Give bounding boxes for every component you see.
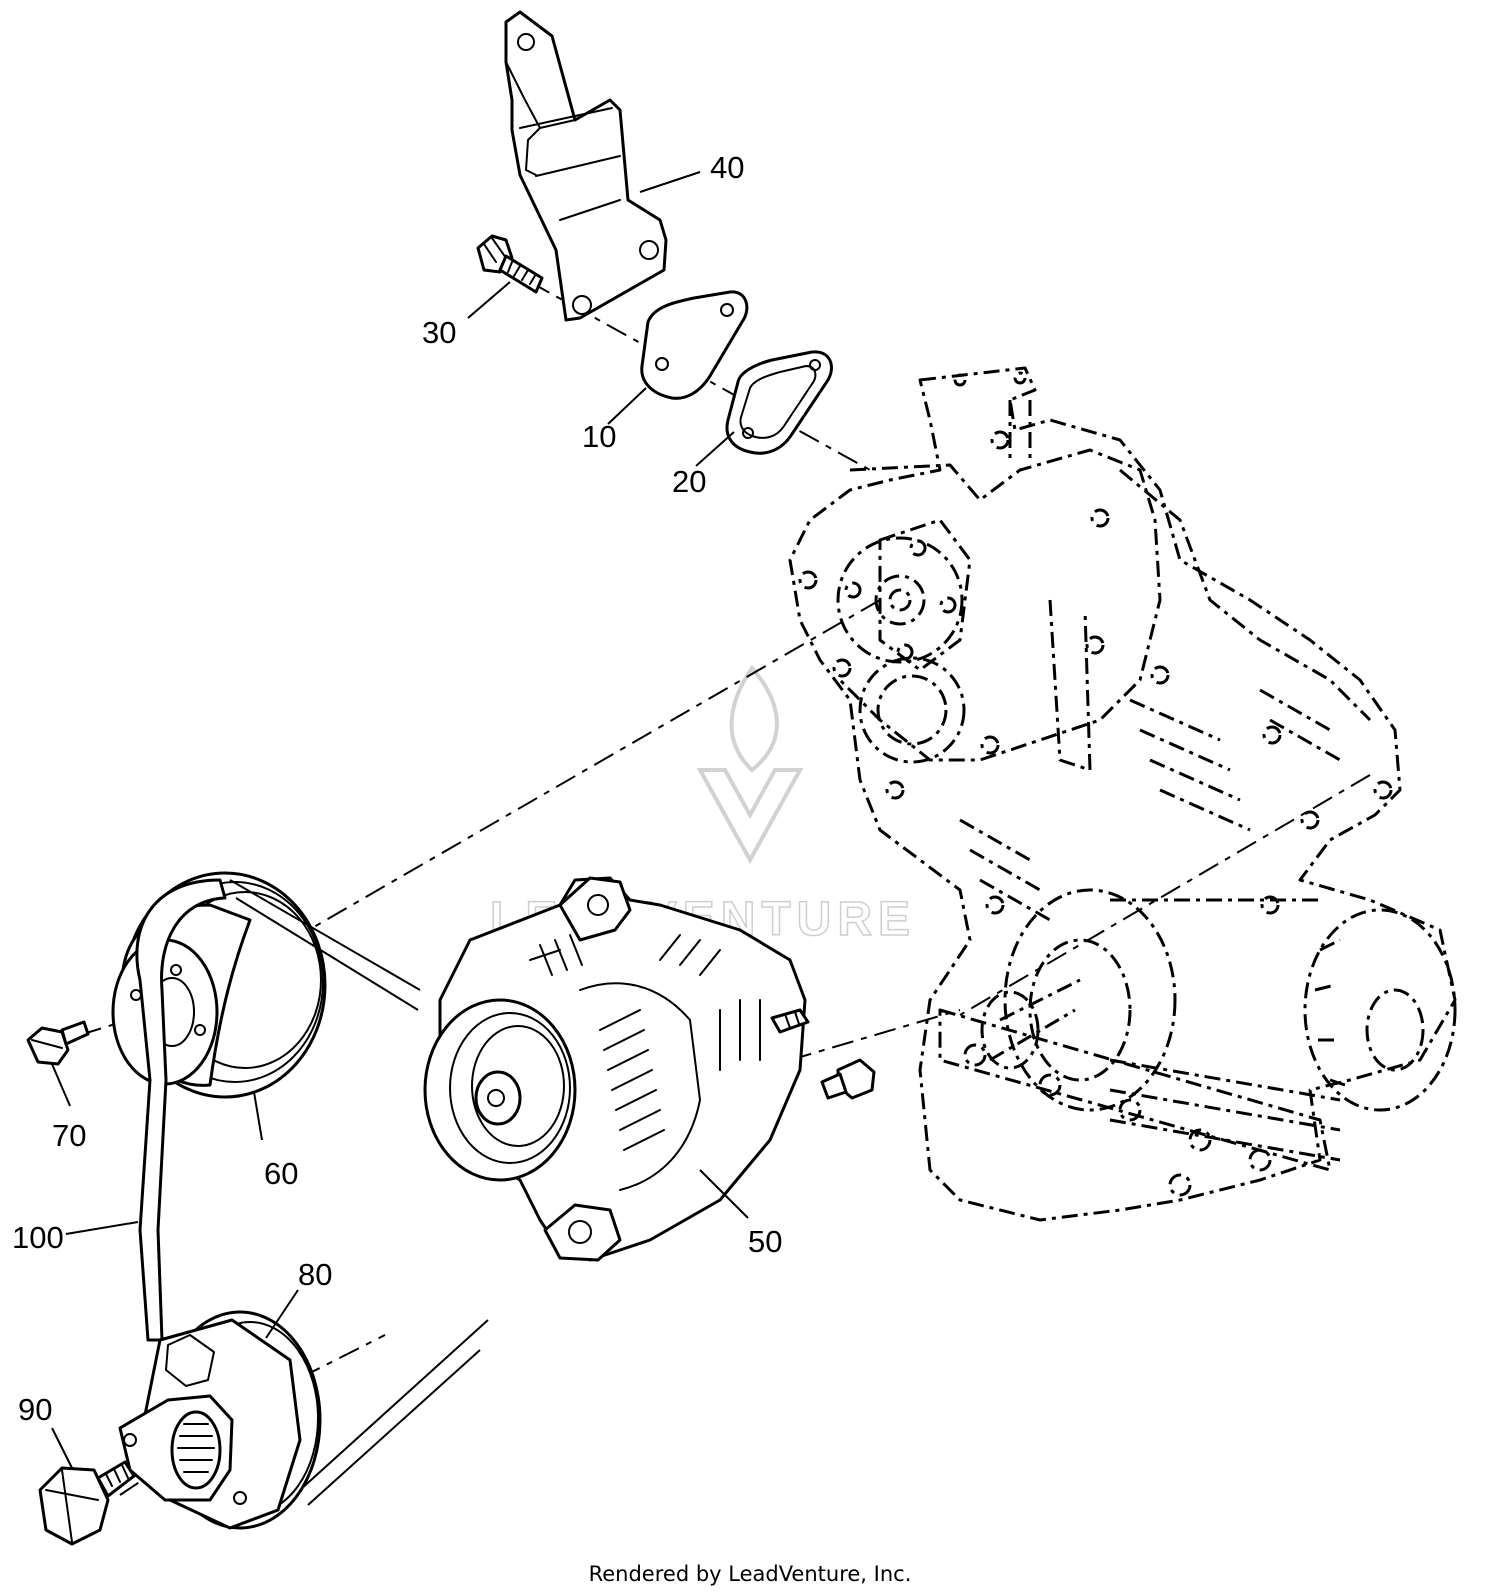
part-30-bolt [476, 234, 544, 294]
sensor-fitting [820, 1058, 876, 1100]
callout-50: 50 [748, 1224, 782, 1259]
callout-70: 70 [52, 1118, 86, 1153]
engine-block [788, 366, 1457, 1222]
callout-30: 30 [422, 315, 456, 350]
callout-labels: 40 30 10 20 50 60 70 100 80 90 [12, 150, 782, 1427]
part-50-alternator [423, 876, 810, 1262]
part-70-bolt [26, 1020, 90, 1066]
part-100-v-belt [135, 878, 489, 1506]
callout-leaders [51, 171, 749, 1469]
callout-20: 20 [672, 464, 706, 499]
callout-100: 100 [12, 1220, 64, 1255]
callout-60: 60 [264, 1156, 298, 1191]
part-80-crank-pulley [118, 1310, 322, 1530]
part-10-cover-plate [640, 290, 749, 400]
part-40-bracket [504, 10, 668, 322]
callout-90: 90 [18, 1392, 52, 1427]
callout-10: 10 [582, 419, 616, 454]
callout-80: 80 [298, 1257, 332, 1292]
callout-40: 40 [710, 150, 744, 185]
part-90-crank-bolt [38, 1460, 136, 1546]
part-20-gasket [725, 350, 833, 455]
render-credit: Rendered by LeadVenture, Inc. [588, 1562, 912, 1586]
